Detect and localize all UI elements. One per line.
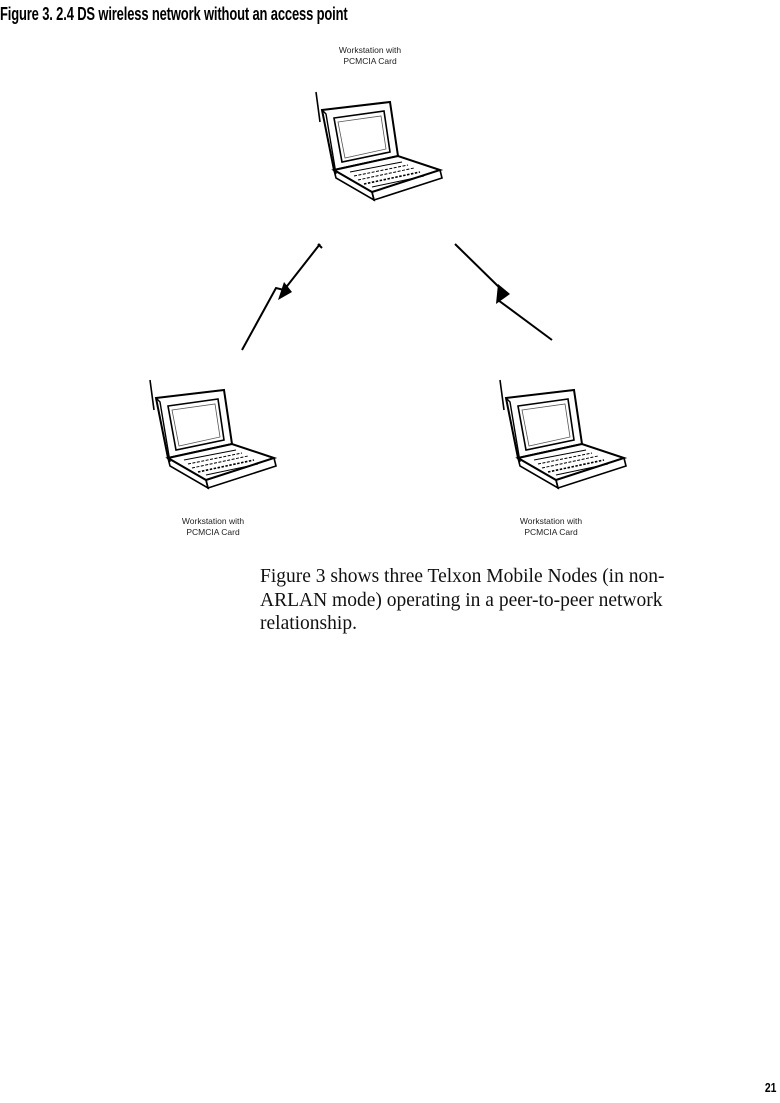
figure-title: Figure 3. 2.4 DS wireless network withou…	[0, 4, 348, 24]
laptop-icon	[499, 379, 627, 489]
node-label: Workstation with PCMCIA Card	[519, 516, 583, 537]
wireless-link-icon	[454, 243, 553, 341]
figure-caption: Figure 3 shows three Telxon Mobile Nodes…	[260, 566, 665, 634]
wireless-link-icon	[241, 243, 323, 351]
node-label: Workstation with PCMCIA Card	[181, 516, 245, 537]
page-number: 21	[764, 1080, 776, 1095]
laptop-icon	[149, 379, 277, 489]
laptop-icon	[315, 91, 443, 201]
node-label: Workstation with PCMCIA Card	[338, 45, 402, 66]
network-diagram	[149, 91, 627, 489]
